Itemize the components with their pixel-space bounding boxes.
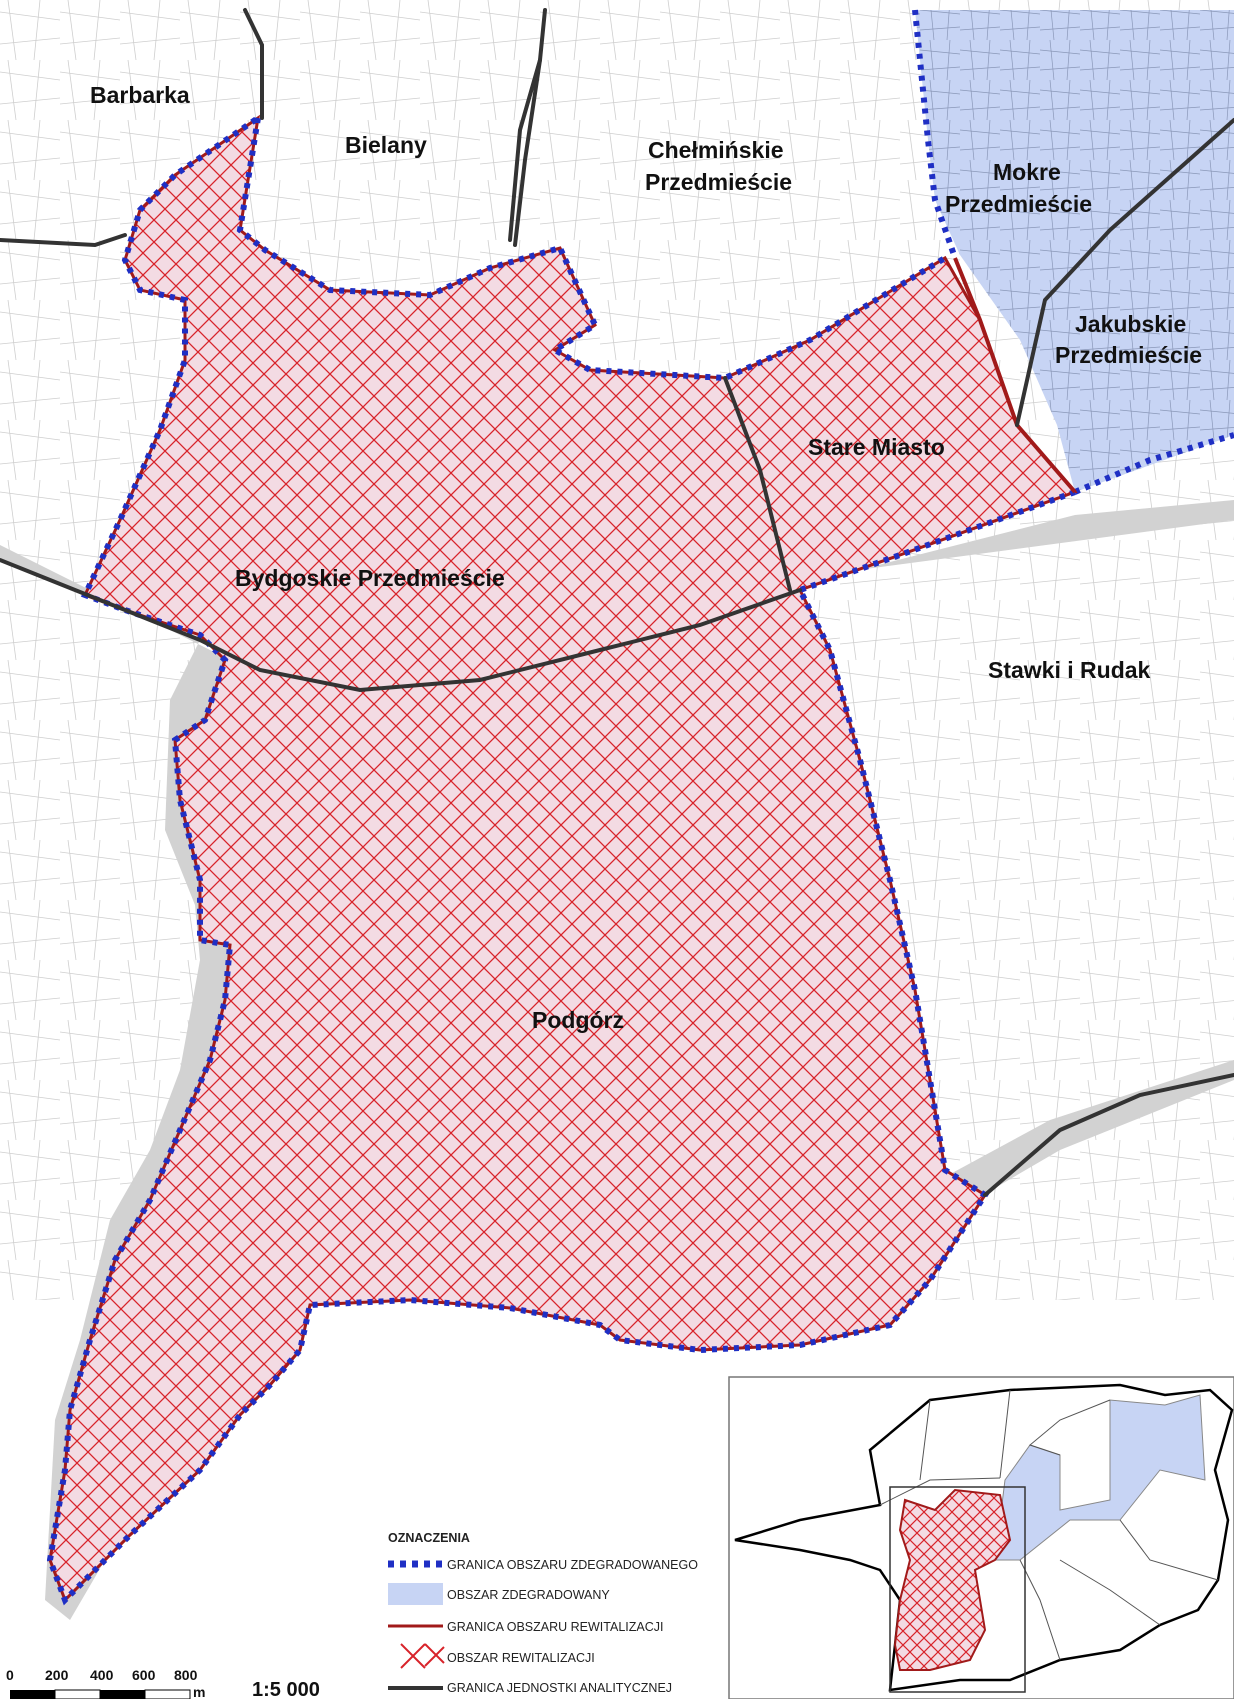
label-stawki: Stawki i Rudak: [988, 657, 1151, 683]
scale-tick-400: 400: [90, 1667, 114, 1683]
revitalisation-boundary-segment: [953, 257, 1077, 494]
label-chelminskie-line1: Chełmińskie: [648, 137, 784, 163]
legend-item-degraded-area: OBSZAR ZDEGRADOWANY: [447, 1588, 610, 1602]
scale-unit: m: [193, 1684, 205, 1699]
scale-tick-800: 800: [174, 1667, 198, 1683]
scale-segment: [100, 1690, 145, 1699]
inset-degraded-area: [994, 1394, 1206, 1561]
label-bielany: Bielany: [345, 132, 427, 158]
degraded-area-east: [915, 10, 1234, 492]
analytic-unit-boundaries: [0, 8, 1234, 1197]
inset-revitalisation-area: [893, 1488, 1012, 1671]
scale-segment: [54, 1689, 101, 1699]
scale-tick-600: 600: [132, 1667, 156, 1683]
legend-item-revit-area: OBSZAR REWITALIZACJI: [447, 1651, 595, 1665]
scale-bar: 0 200 400 600 800 m 1:5 000: [6, 1667, 320, 1699]
inset-unit-lines: [879, 1389, 1219, 1661]
label-chelminskie-line2: Przedmieście: [645, 169, 792, 195]
scale-tick-200: 200: [45, 1667, 69, 1683]
degraded-area-boundary-east: [912, 9, 1234, 495]
label-mokre-line2: Przedmieście: [945, 191, 1092, 217]
inset-extent-box: [889, 1486, 1026, 1693]
legend-swatch-revit-area: [400, 1643, 445, 1669]
legend-item-analytic-boundary: GRANICA JEDNOSTKI ANALITYCZNEJ: [447, 1681, 672, 1695]
label-mokre-line1: Mokre: [993, 159, 1061, 185]
inset-map: [728, 1376, 1234, 1699]
legend-title: OZNACZENIA: [388, 1531, 470, 1545]
legend-item-degraded-boundary: GRANICA OBSZARU ZDEGRADOWANEGO: [447, 1558, 698, 1572]
scale-segment: [10, 1690, 55, 1699]
label-podgorz: Podgórz: [532, 1007, 624, 1033]
scale-ratio: 1:5 000: [252, 1679, 320, 1699]
label-barbarka: Barbarka: [90, 82, 190, 108]
label-jakubskie-line2: Przedmieście: [1055, 342, 1202, 368]
scale-tick-0: 0: [6, 1667, 14, 1683]
label-jakubskie-line1: Jakubskie: [1075, 311, 1186, 337]
legend-swatch-degraded-area: [388, 1583, 443, 1605]
legend: OZNACZENIA GRANICA OBSZARU ZDEGRADOWANEG…: [388, 1531, 698, 1695]
scale-segment: [144, 1689, 191, 1699]
label-bydgoskie: Bydgoskie Przedmieście: [235, 565, 505, 591]
revitalisation-boundary: [46, 115, 1077, 1606]
label-stare-miasto: Stare Miasto: [808, 434, 945, 460]
legend-item-revit-boundary: GRANICA OBSZARU REWITALIZACJI: [447, 1620, 663, 1634]
